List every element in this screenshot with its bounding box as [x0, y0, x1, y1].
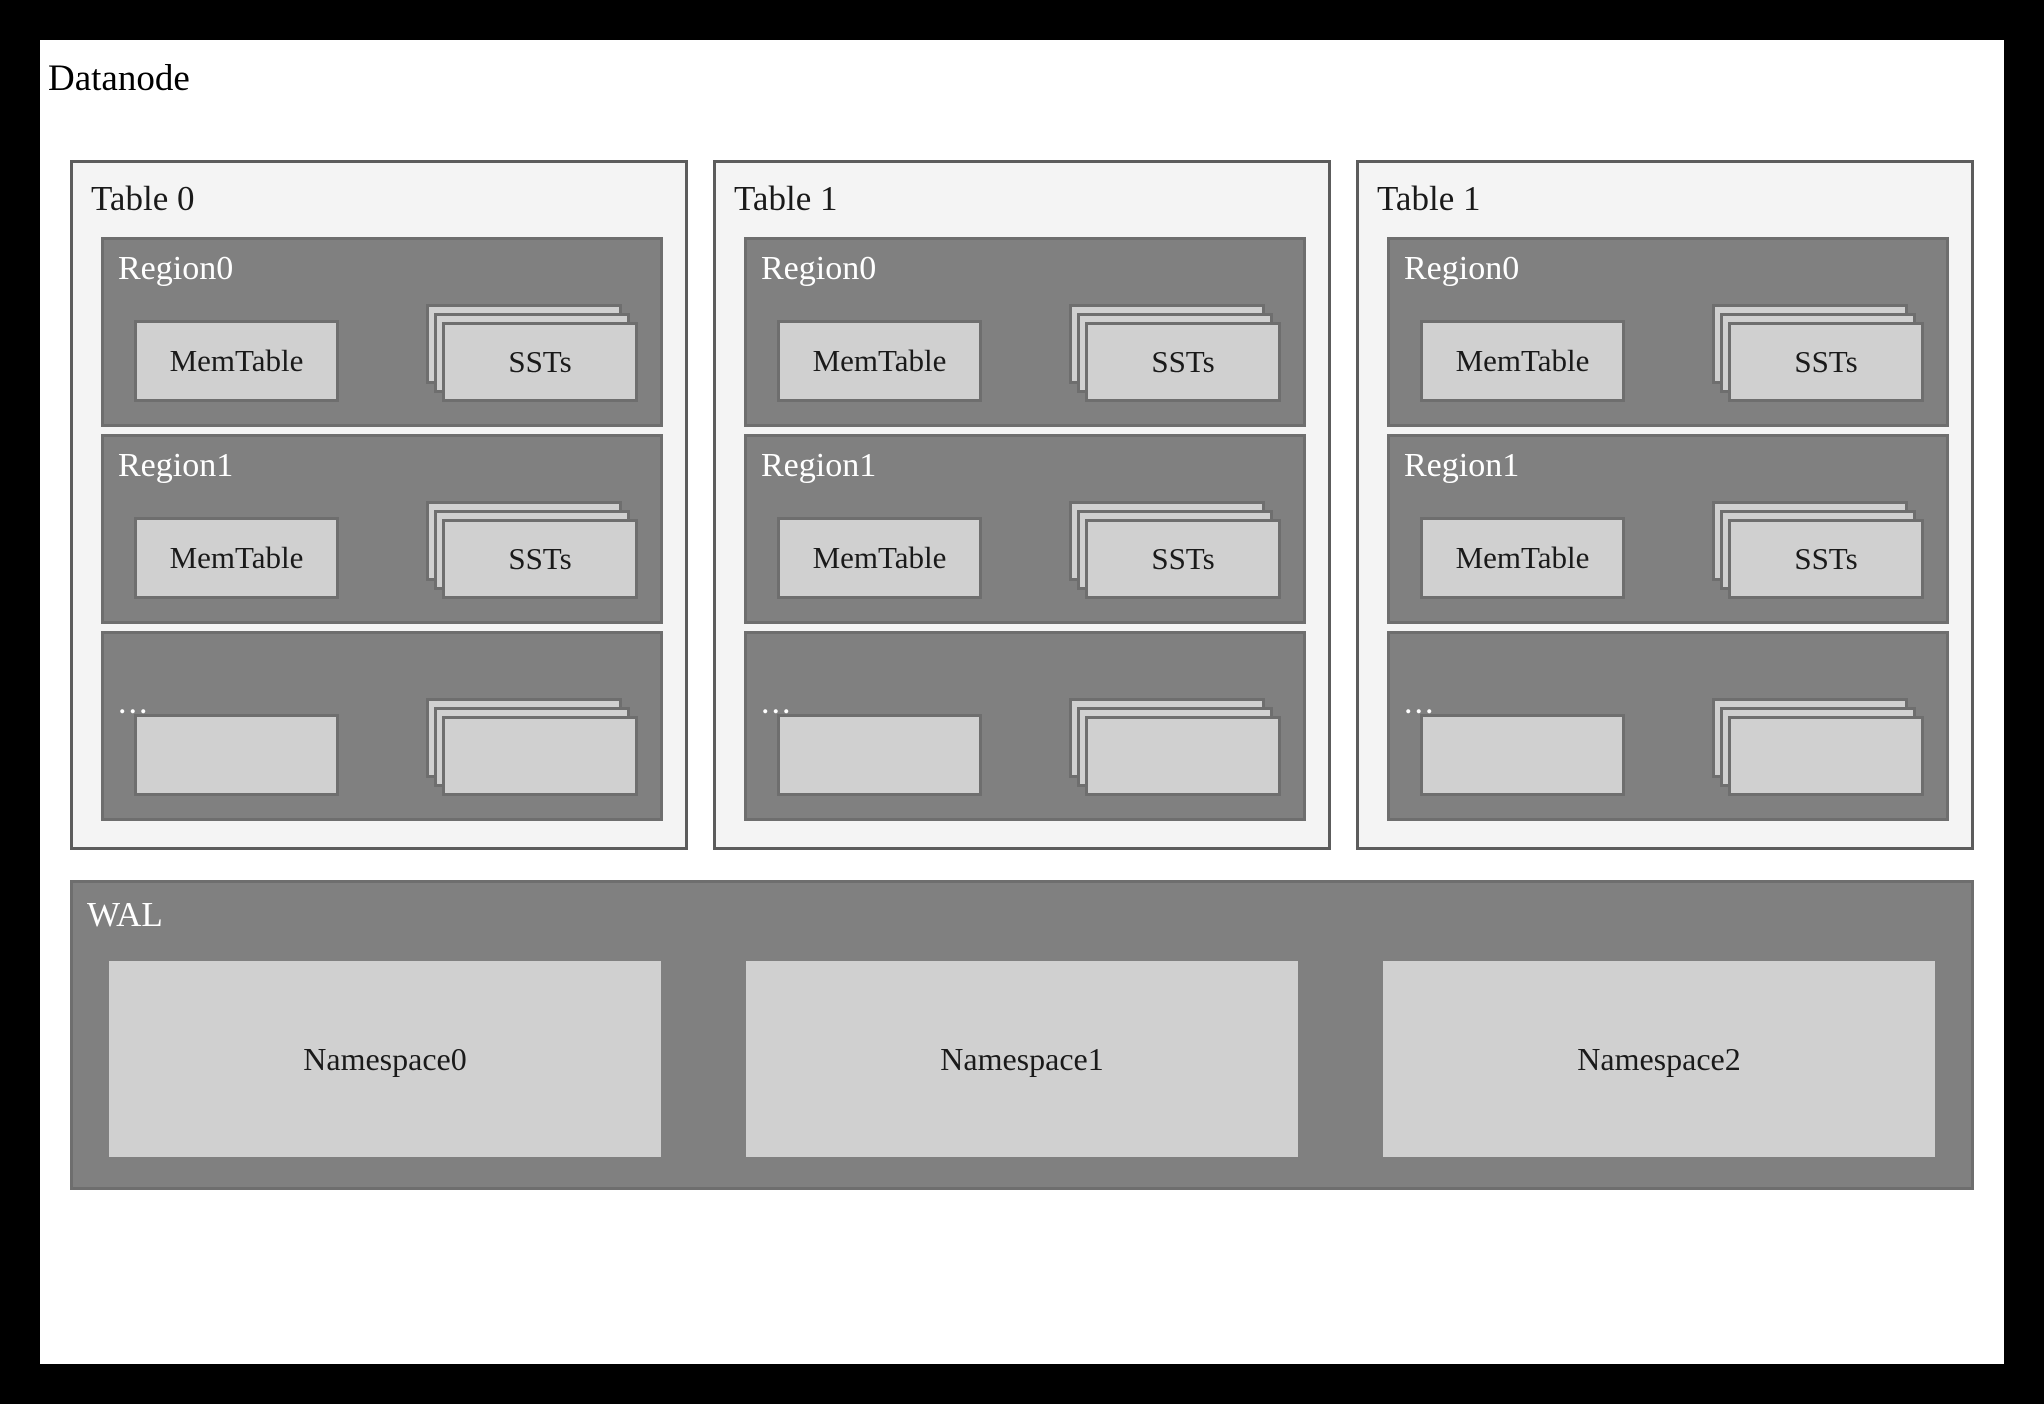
- sst-card-front: [442, 716, 638, 796]
- region-label: Region0: [1404, 250, 1520, 287]
- table-container-2[interactable]: Table 1 Region0 MemTable SSTs Region1: [1356, 160, 1974, 850]
- sst-card-front: SSTs: [1728, 519, 1924, 599]
- memtable-card[interactable]: MemTable: [134, 320, 339, 402]
- memtable-card-placeholder[interactable]: [777, 714, 982, 796]
- tables-row: Table 0 Region0 MemTable SSTs Region1: [70, 160, 1974, 850]
- region-list: Region0 MemTable SSTs Region1 MemTable: [1387, 237, 1949, 821]
- region-block-more[interactable]: ...: [101, 631, 663, 821]
- region-contents: [1420, 698, 1924, 796]
- sst-card-front: SSTs: [442, 519, 638, 599]
- memtable-card[interactable]: MemTable: [1420, 320, 1625, 402]
- page-title: Datanode: [48, 58, 190, 99]
- table-container-0[interactable]: Table 0 Region0 MemTable SSTs Region1: [70, 160, 688, 850]
- sst-card-front: SSTs: [442, 322, 638, 402]
- table-container-1[interactable]: Table 1 Region0 MemTable SSTs Region1: [713, 160, 1331, 850]
- region-block-1[interactable]: Region1 MemTable SSTs: [744, 434, 1306, 624]
- memtable-card[interactable]: MemTable: [1420, 517, 1625, 599]
- sst-stack[interactable]: SSTs: [426, 304, 638, 402]
- region-contents: MemTable SSTs: [1420, 501, 1924, 599]
- ellipsis-icon: ...: [118, 684, 150, 721]
- table-label: Table 1: [1377, 179, 1481, 218]
- region-label: Region0: [118, 250, 234, 287]
- namespace-block-1[interactable]: Namespace1: [746, 961, 1298, 1157]
- sst-stack[interactable]: SSTs: [1712, 501, 1924, 599]
- wal-container[interactable]: WAL Namespace0 Namespace1 Namespace2: [70, 880, 1974, 1190]
- namespace-list: Namespace0 Namespace1 Namespace2: [109, 961, 1935, 1157]
- sst-stack[interactable]: SSTs: [1712, 304, 1924, 402]
- memtable-card-placeholder[interactable]: [1420, 714, 1625, 796]
- region-block-0[interactable]: Region0 MemTable SSTs: [1387, 237, 1949, 427]
- sst-card-front: SSTs: [1085, 519, 1281, 599]
- region-label: Region0: [761, 250, 877, 287]
- sst-card-front: [1728, 716, 1924, 796]
- region-label: Region1: [1404, 447, 1520, 484]
- memtable-card[interactable]: MemTable: [777, 320, 982, 402]
- wal-label: WAL: [87, 895, 163, 934]
- region-block-more[interactable]: ...: [744, 631, 1306, 821]
- memtable-card[interactable]: MemTable: [777, 517, 982, 599]
- region-contents: MemTable SSTs: [777, 501, 1281, 599]
- sst-stack[interactable]: SSTs: [426, 501, 638, 599]
- memtable-card-placeholder[interactable]: [134, 714, 339, 796]
- sst-stack[interactable]: SSTs: [1069, 304, 1281, 402]
- region-contents: MemTable SSTs: [134, 501, 638, 599]
- ellipsis-icon: ...: [1404, 684, 1436, 721]
- region-list: Region0 MemTable SSTs Region1 MemTable: [744, 237, 1306, 821]
- memtable-card[interactable]: MemTable: [134, 517, 339, 599]
- table-label: Table 0: [91, 179, 195, 218]
- region-contents: [777, 698, 1281, 796]
- region-contents: MemTable SSTs: [777, 304, 1281, 402]
- region-list: Region0 MemTable SSTs Region1 MemTable: [101, 237, 663, 821]
- region-block-more[interactable]: ...: [1387, 631, 1949, 821]
- region-contents: MemTable SSTs: [134, 304, 638, 402]
- namespace-block-0[interactable]: Namespace0: [109, 961, 661, 1157]
- namespace-block-2[interactable]: Namespace2: [1383, 961, 1935, 1157]
- sst-card-front: SSTs: [1085, 322, 1281, 402]
- sst-card-front: [1085, 716, 1281, 796]
- region-label: Region1: [118, 447, 234, 484]
- region-contents: [134, 698, 638, 796]
- table-label: Table 1: [734, 179, 838, 218]
- sst-stack[interactable]: SSTs: [1069, 501, 1281, 599]
- sst-stack-placeholder[interactable]: [426, 698, 638, 796]
- ellipsis-icon: ...: [761, 684, 793, 721]
- region-block-0[interactable]: Region0 MemTable SSTs: [101, 237, 663, 427]
- region-block-0[interactable]: Region0 MemTable SSTs: [744, 237, 1306, 427]
- region-block-1[interactable]: Region1 MemTable SSTs: [1387, 434, 1949, 624]
- region-label: Region1: [761, 447, 877, 484]
- region-block-1[interactable]: Region1 MemTable SSTs: [101, 434, 663, 624]
- datanode-canvas: Datanode Table 0 Region0 MemTable SSTs: [40, 40, 2004, 1364]
- region-contents: MemTable SSTs: [1420, 304, 1924, 402]
- sst-stack-placeholder[interactable]: [1712, 698, 1924, 796]
- sst-stack-placeholder[interactable]: [1069, 698, 1281, 796]
- sst-card-front: SSTs: [1728, 322, 1924, 402]
